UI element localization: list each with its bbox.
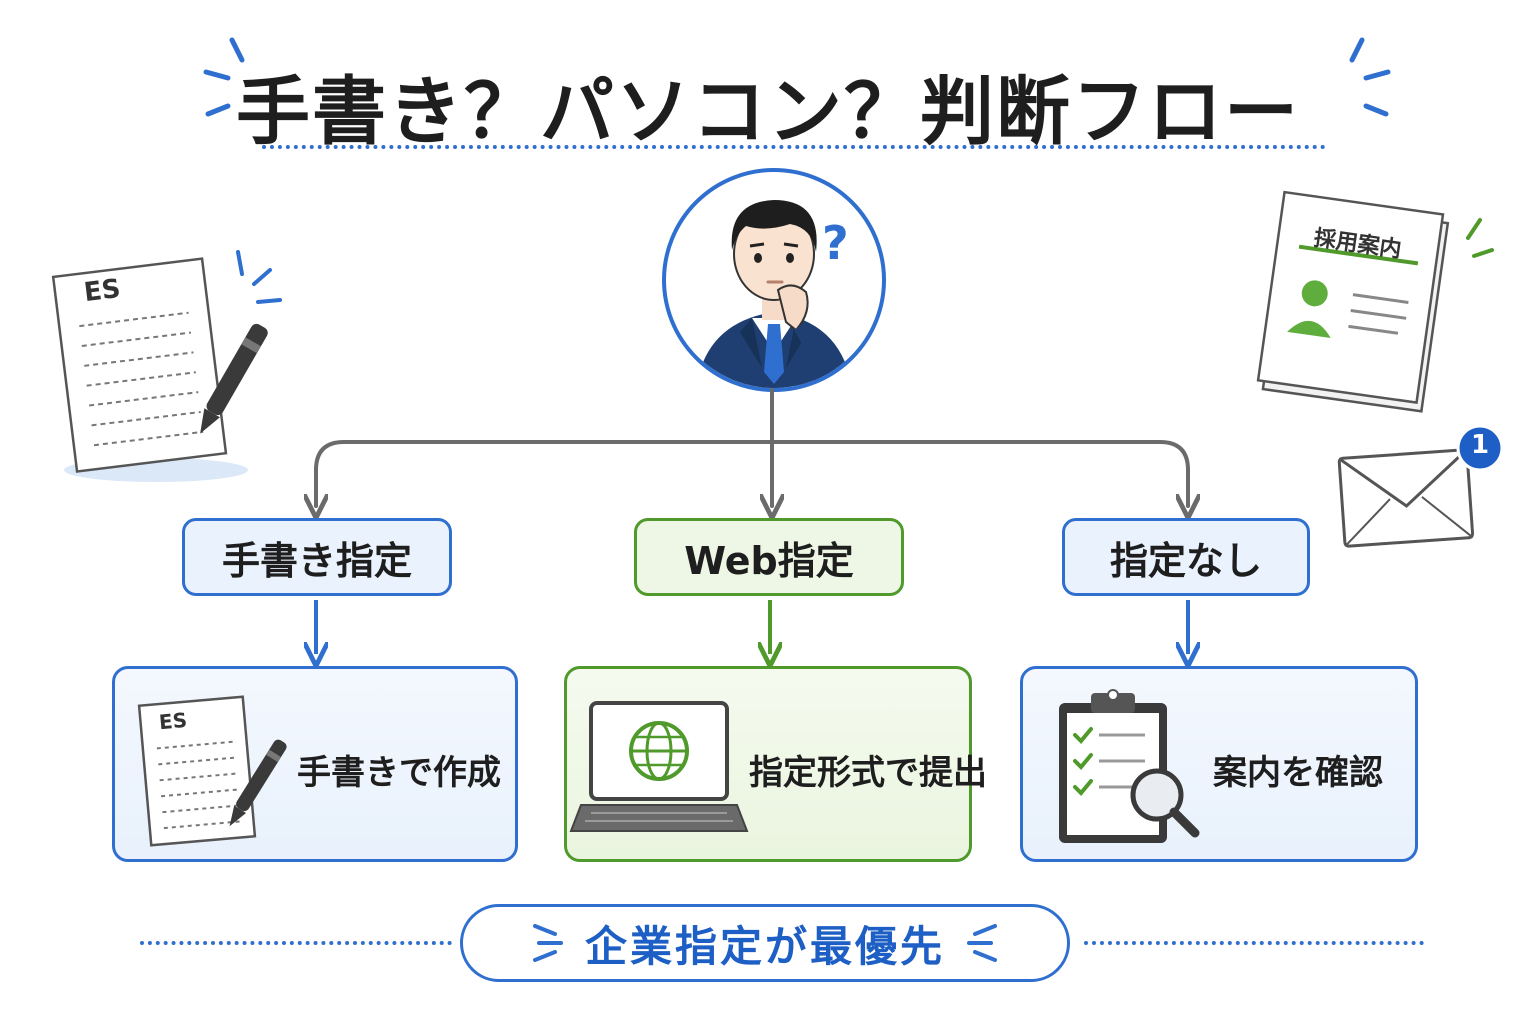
- es-sheet-decor: ES: [51, 240, 288, 490]
- es-sheet-icon: [51, 250, 282, 482]
- page-title: 手書き？パソコン？判断フロー: [236, 69, 1300, 155]
- mail-badge-count: 1: [1470, 430, 1490, 460]
- title-sparkle-left-icon: [203, 37, 245, 117]
- decision-web-label: Web指定: [684, 538, 854, 583]
- result-web-box: 指定形式で提出: [564, 666, 987, 862]
- bottom-rule-left: [140, 941, 452, 945]
- thinking-person-avatar: ?: [662, 168, 886, 392]
- title-underline: [262, 145, 1326, 149]
- es-pen-icon: [137, 695, 287, 847]
- mail-decor: 1: [1336, 424, 1506, 554]
- decision-web-box: Web指定: [634, 518, 904, 596]
- arrow-to-handwritten: [316, 440, 774, 506]
- result-none-box: 案内を確認: [1020, 666, 1418, 862]
- bottom-rule-right: [1084, 941, 1424, 945]
- priority-banner: 企業指定が最優先: [460, 904, 1070, 982]
- envelope-icon: [1337, 424, 1504, 548]
- question-mark-icon: ?: [822, 216, 849, 270]
- decision-none-box: 指定なし: [1062, 518, 1310, 596]
- result-none-label: 案内を確認: [1213, 753, 1383, 793]
- banner-accent-right-icon: [967, 924, 997, 962]
- result-es-label: ES: [158, 707, 189, 735]
- banner-text: 企業指定が最優先: [584, 921, 945, 971]
- decision-handwritten-label: 手書き指定: [221, 538, 412, 583]
- arrow-to-none: [770, 440, 1188, 506]
- recruit-guide-decor: 採用案内: [1256, 190, 1494, 417]
- result-handwritten-label: 手書きで作成: [297, 753, 501, 793]
- decision-handwritten-box: 手書き指定: [182, 518, 452, 596]
- title-sparkle-right-icon: [1349, 37, 1391, 117]
- result-handwritten-box: ES 手書きで作成: [112, 666, 518, 862]
- recruit-guide-icon: [1256, 190, 1494, 413]
- banner-accent-left-icon: [532, 924, 563, 962]
- decision-none-label: 指定なし: [1109, 538, 1262, 583]
- person-thinking-icon: [696, 200, 852, 388]
- clipboard-magnifier-icon: [1059, 689, 1200, 843]
- laptop-globe-icon: [569, 701, 749, 832]
- result-web-label: 指定形式で提出: [749, 753, 987, 793]
